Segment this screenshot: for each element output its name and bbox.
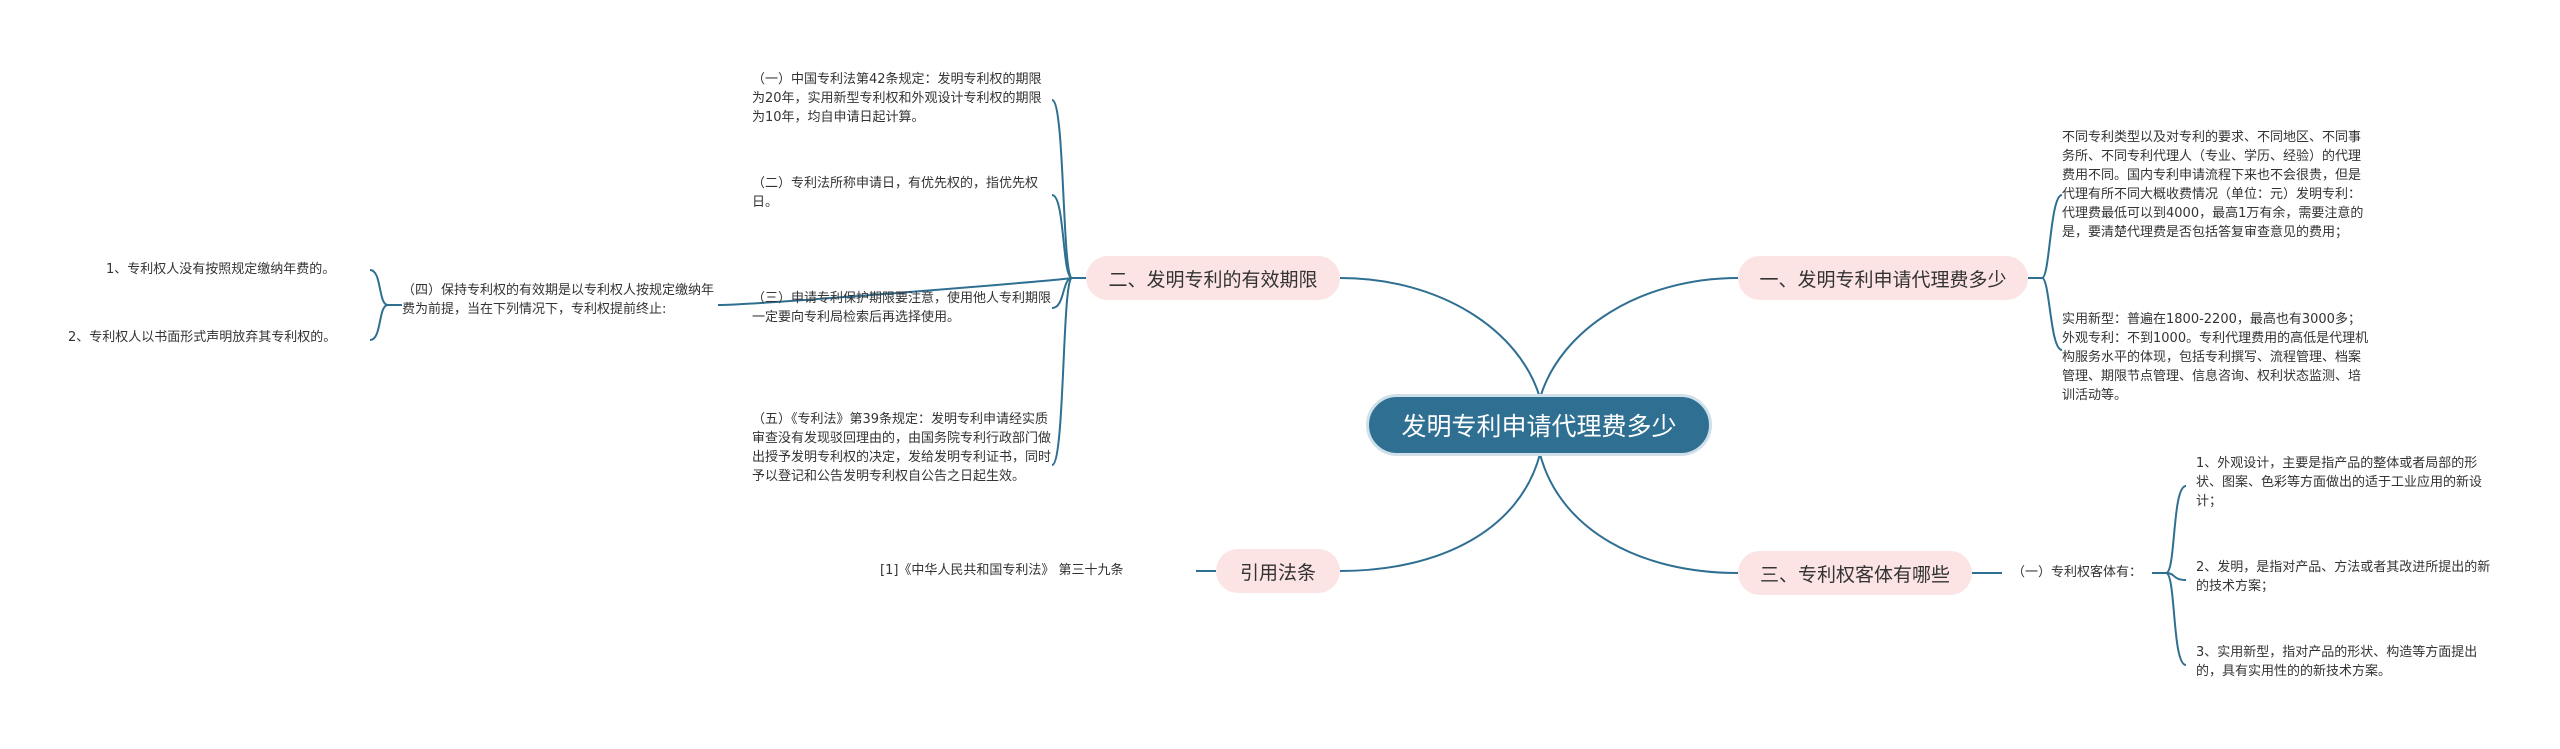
b3-sub-item-3: 3、实用新型，指对产品的形状、构造等方面提出的，具有实用性的的新技术方案。 <box>2196 645 2478 679</box>
branch-b2-label: 二、发明专利的有效期限 <box>1108 268 1318 291</box>
connector-b2-item1 <box>1051 99 1073 279</box>
connector-b2-item4 <box>1051 277 1073 466</box>
b2-item-1: （一）中国专利法第42条规定：发明专利权的期限为20年，实用新型专利权和外观设计… <box>752 72 1042 125</box>
b3-sub-item-2: 2、发明，是指对产品、方法或者其改进所提出的新的技术方案； <box>2196 560 2491 594</box>
connector-root-b4 <box>1339 453 1541 572</box>
root-label: 发明专利申请代理费多少 <box>1401 412 1677 441</box>
connector-b1-item2 <box>2041 277 2063 351</box>
b3-sub-item-1: 1、外观设计，主要是指产品的整体或者局部的形状、图案、色彩等方面做出的适于工业应… <box>2196 456 2483 509</box>
connector-root-b3 <box>1539 453 1739 574</box>
connector-b2sub-item1 <box>369 269 389 306</box>
branch-b1-node[interactable]: 一、发明专利申请代理费多少 <box>1738 256 2028 300</box>
connector-b2-sub <box>717 277 1073 306</box>
b2-sub-node: （四）保持专利权的有效期是以专利权人按规定缴纳年费为前提，当在下列情况下，专利权… <box>402 283 715 317</box>
b1-item-2: 实用新型：普遍在1800-2200，最高也有3000多；外观专利：不到1000。… <box>2062 312 2369 403</box>
connector-b3sub-item1 <box>2165 485 2187 574</box>
connector-root-b1 <box>1539 277 1739 399</box>
b2-item-5: （五）《专利法》第39条规定：发明专利申请经实质审查没有发现驳回理由的，由国务院… <box>752 412 1052 484</box>
b1-item-1: 不同专利类型以及对专利的要求、不同地区、不同事务所、不同专利代理人（专业、学历、… <box>2062 130 2364 240</box>
branch-b4-label: 引用法条 <box>1239 561 1316 584</box>
branch-b4-node[interactable]: 引用法条 <box>1216 549 1340 593</box>
branch-b3-node[interactable]: 三、专利权客体有哪些 <box>1738 551 1972 595</box>
b2-item-3: （三）申请专利保护期限要注意，使用他人专利期限一定要向专利局检索后再选择使用。 <box>752 291 1052 325</box>
connector-b1-item1 <box>2041 194 2063 279</box>
b2-item-2: （二）专利法所称申请日，有优先权的，指优先权日。 <box>752 176 1039 210</box>
b2-sub-item-1: 1、专利权人没有按照规定缴纳年费的。 <box>106 262 336 277</box>
connector-root-b2 <box>1339 277 1541 399</box>
branch-b3-label: 三、专利权客体有哪些 <box>1759 563 1950 586</box>
connector-b2sub-item2 <box>369 304 389 341</box>
b3-sub-node: （一）专利权客体有： <box>2012 565 2143 580</box>
connector-b2-item2 <box>1051 194 1073 279</box>
b2-sub-item-2: 2、专利权人以书面形式声明放弃其专利权的。 <box>68 330 337 345</box>
b4-item-1: [1]《中华人民共和国专利法》 第三十九条 <box>880 563 1124 578</box>
connector-b3sub-item3 <box>2165 572 2187 666</box>
root-node[interactable]: 发明专利申请代理费多少 <box>1366 394 1712 456</box>
branch-b2-node[interactable]: 二、发明专利的有效期限 <box>1086 256 1340 300</box>
branch-b1-label: 一、发明专利申请代理费多少 <box>1759 268 2007 291</box>
